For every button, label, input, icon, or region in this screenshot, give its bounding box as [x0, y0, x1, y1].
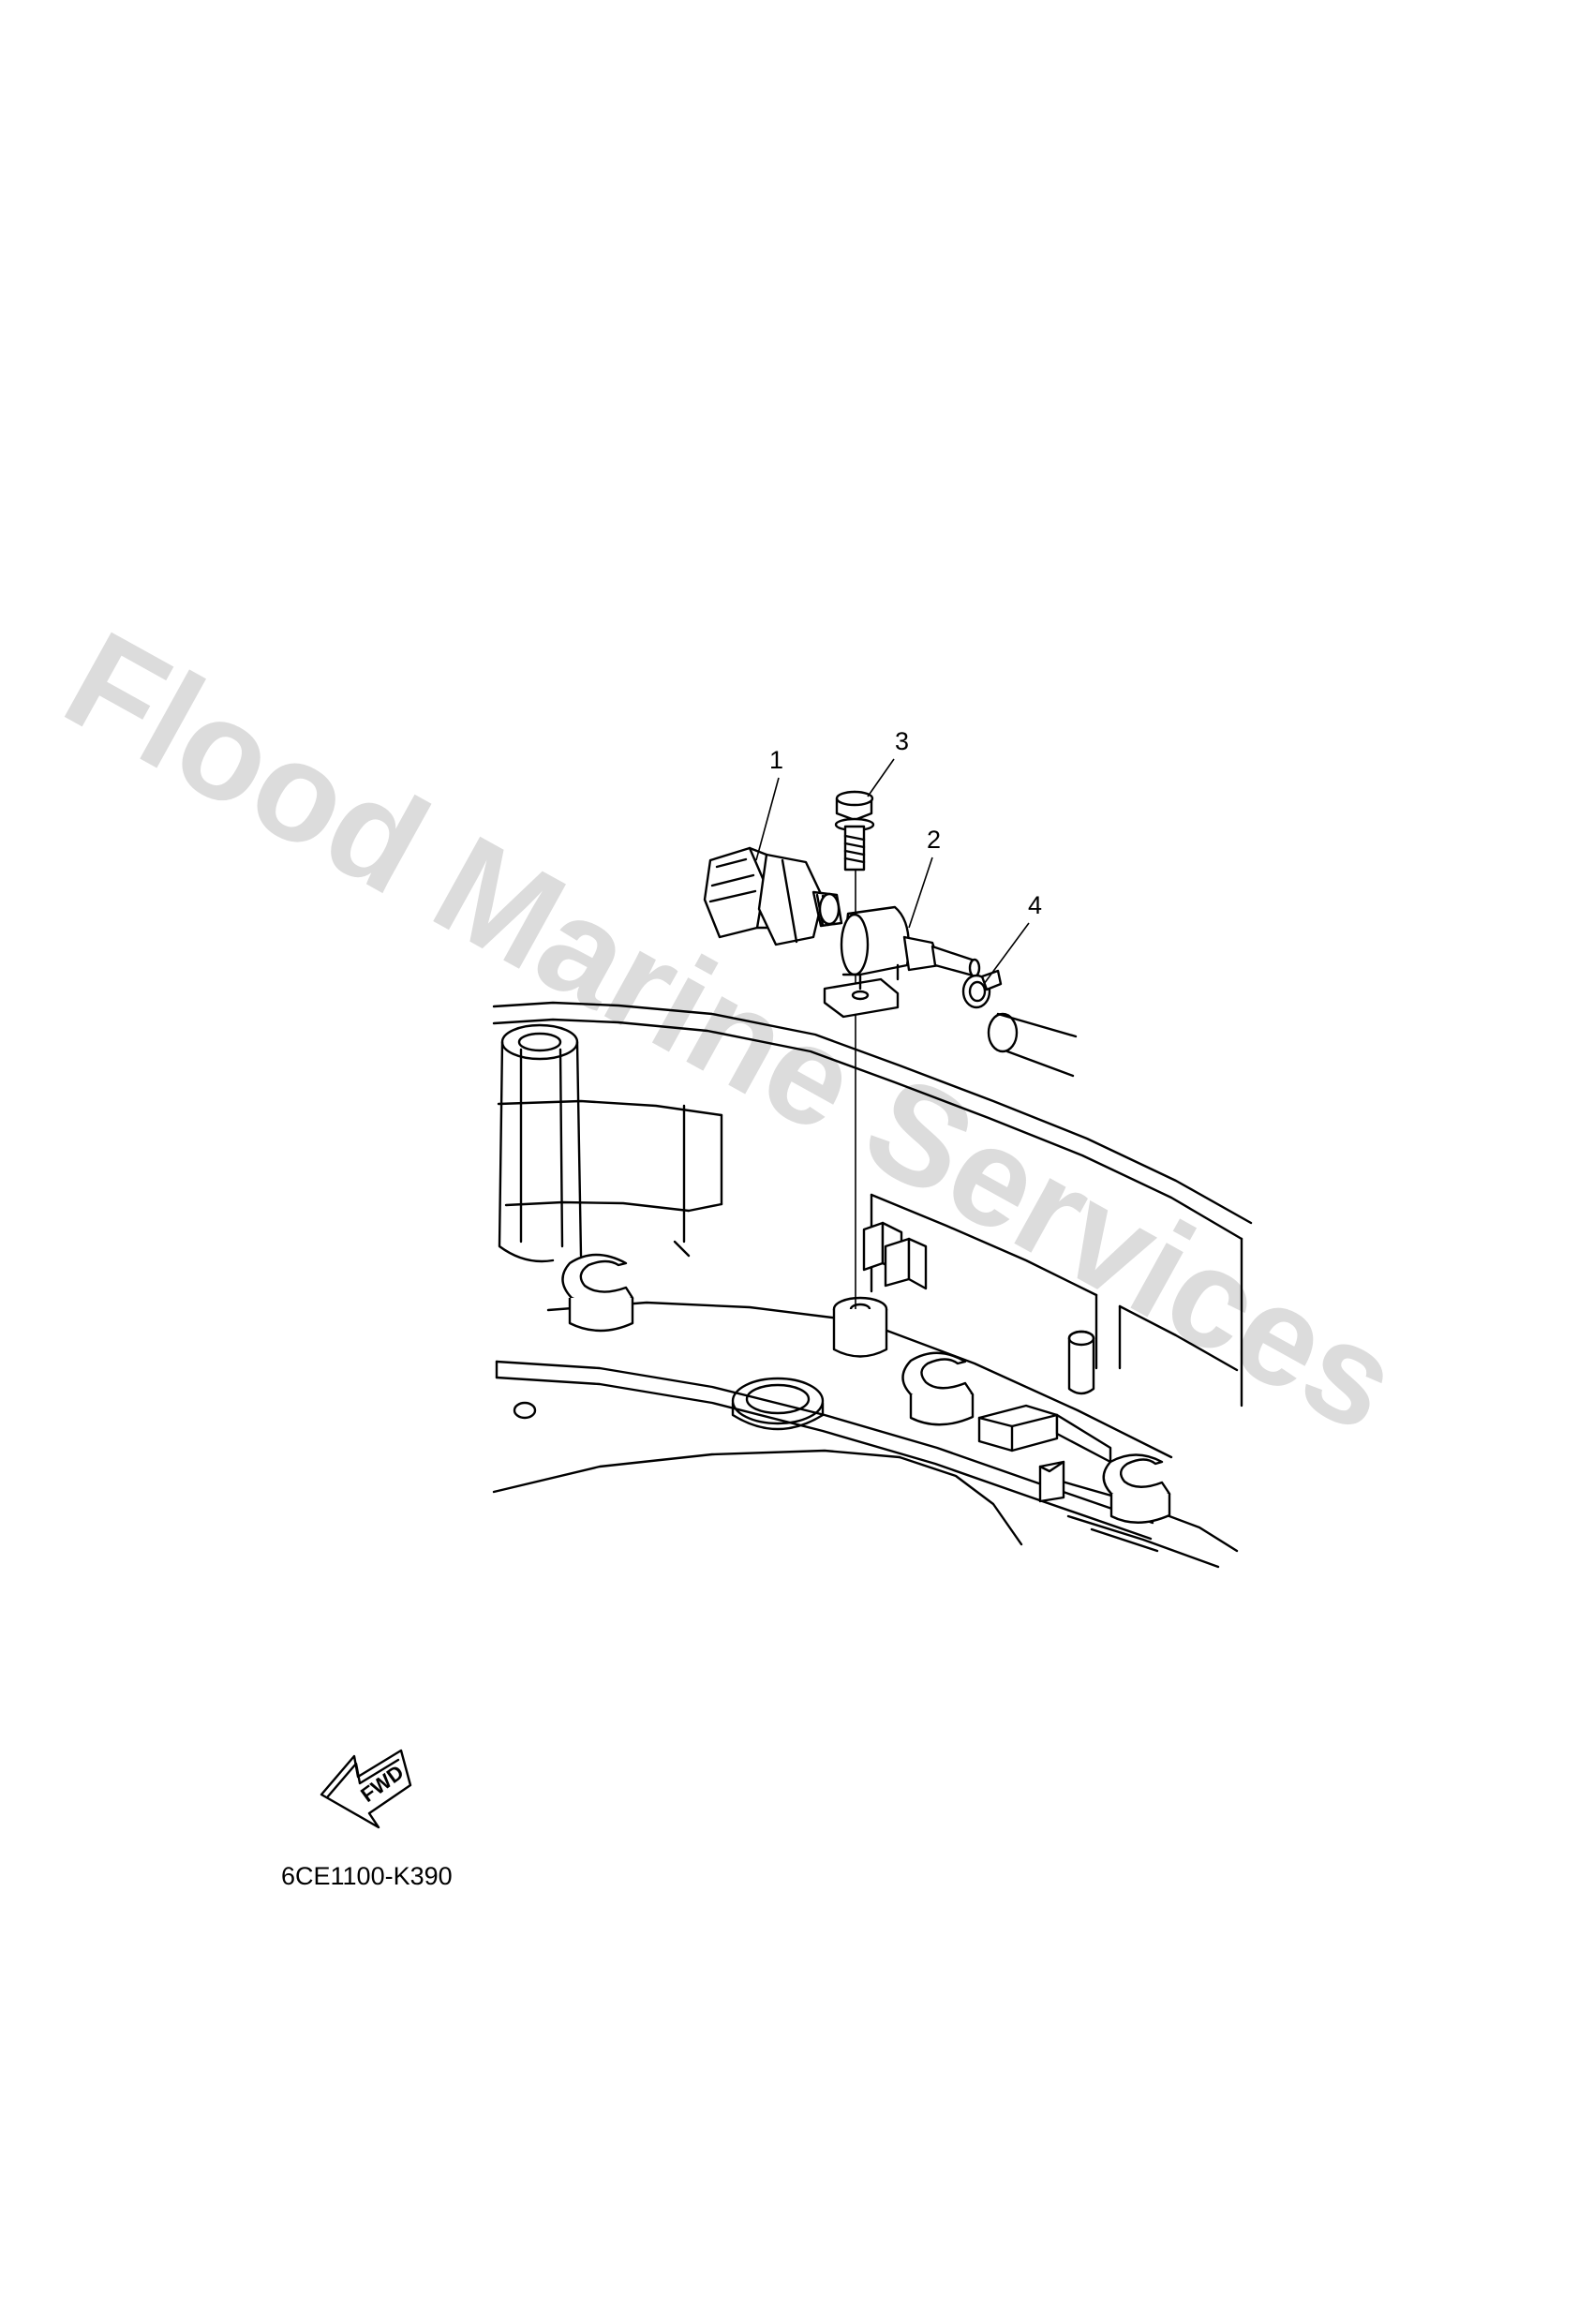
sensor-part-1 — [703, 846, 843, 946]
leader-lines — [755, 758, 1030, 985]
boss — [832, 1296, 888, 1358]
mount-tabs — [862, 1221, 928, 1290]
callout-4: 4 — [1028, 891, 1042, 919]
post-left — [498, 1023, 583, 1263]
hose — [987, 1012, 1078, 1078]
bolt-part-3 — [834, 790, 875, 872]
fwd-arrow: FWD — [320, 1749, 412, 1829]
rib-bracket — [977, 1404, 1112, 1503]
callout-1: 1 — [769, 746, 783, 774]
clamp-part-4 — [961, 969, 1003, 1009]
c-clip-center — [901, 1351, 975, 1426]
c-clip-right — [1102, 1453, 1171, 1524]
watermark: Flood Marine Services — [41, 601, 1422, 1462]
casing-drawing — [492, 1001, 1253, 1569]
fitting-part-2 — [823, 905, 981, 1019]
callout-2: 2 — [927, 826, 941, 854]
part-code: 6CE1100-K390 — [281, 1862, 453, 1890]
c-clip-left — [561, 1253, 634, 1333]
callout-3: 3 — [895, 727, 909, 755]
dowel-pin — [1067, 1330, 1095, 1395]
